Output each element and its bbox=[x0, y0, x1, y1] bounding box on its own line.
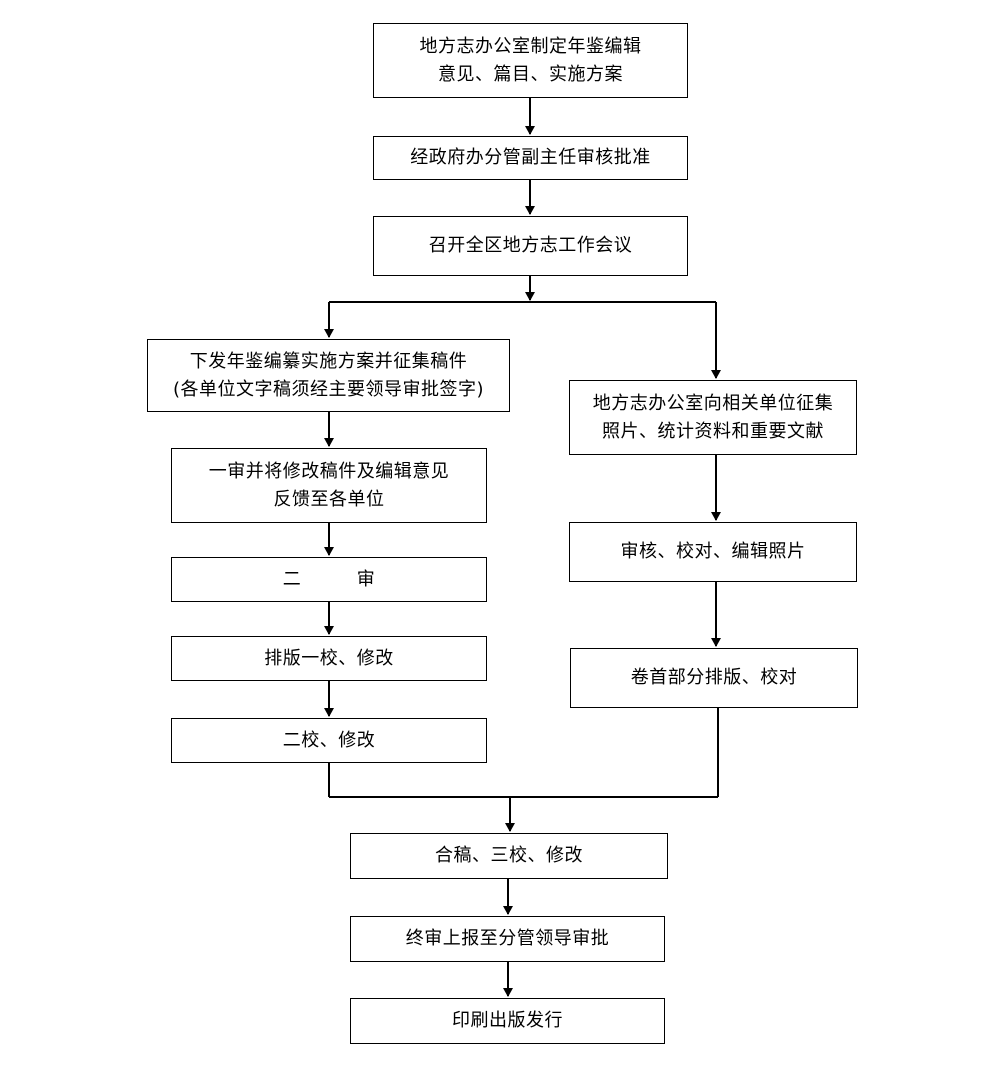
node-text-line: 一审并将修改稿件及编辑意见 bbox=[208, 460, 450, 482]
node-draft-plan: 地方志办公室制定年鉴编辑 意见、篇目、实施方案 bbox=[373, 23, 688, 98]
node-text-line: 照片、统计资料和重要文献 bbox=[602, 420, 824, 442]
node-approval: 经政府办分管副主任审核批准 bbox=[373, 136, 688, 180]
node-publish: 印刷出版发行 bbox=[350, 998, 665, 1044]
node-text-line: 二校、修改 bbox=[282, 729, 376, 751]
node-text-line: 审核、校对、编辑照片 bbox=[620, 541, 806, 562]
node-edit-photos: 审核、校对、编辑照片 bbox=[569, 522, 857, 582]
node-frontmatter-layout: 卷首部分排版、校对 bbox=[570, 648, 858, 708]
node-work-meeting: 召开全区地方志工作会议 bbox=[373, 216, 688, 276]
node-text-line: 终审上报至分管领导审批 bbox=[405, 928, 610, 949]
node-second-review: 二 审 bbox=[171, 557, 487, 602]
node-text-line: 排版一校、修改 bbox=[264, 647, 394, 669]
node-collect-materials: 地方志办公室向相关单位征集 照片、统计资料和重要文献 bbox=[569, 380, 857, 455]
node-merge-third-proof: 合稿、三校、修改 bbox=[350, 833, 668, 879]
node-layout-first-proof: 排版一校、修改 bbox=[171, 636, 487, 681]
node-first-review: 一审并将修改稿件及编辑意见 反馈至各单位 bbox=[171, 448, 487, 523]
node-issue-plan: 下发年鉴编纂实施方案并征集稿件 (各单位文字稿须经主要领导审批签字) bbox=[147, 339, 510, 412]
node-final-approval: 终审上报至分管领导审批 bbox=[350, 916, 665, 962]
node-text-line: 地方志办公室制定年鉴编辑 bbox=[419, 35, 642, 57]
node-text-line: 召开全区地方志工作会议 bbox=[428, 235, 633, 256]
node-text-line: 下发年鉴编纂实施方案并征集稿件 bbox=[189, 350, 468, 372]
node-text-line: 意见、篇目、实施方案 bbox=[438, 63, 623, 85]
node-text-line: 经政府办分管副主任审核批准 bbox=[410, 147, 651, 168]
node-text-line: 地方志办公室向相关单位征集 bbox=[592, 392, 834, 414]
node-text-line: 二 审 bbox=[282, 568, 376, 590]
node-text-line: 合稿、三校、修改 bbox=[435, 845, 583, 866]
node-text-line: (各单位文字稿须经主要领导审批签字) bbox=[172, 378, 485, 400]
node-text-line: 印刷出版发行 bbox=[452, 1010, 563, 1031]
node-second-proof: 二校、修改 bbox=[171, 718, 487, 763]
node-text-line: 卷首部分排版、校对 bbox=[630, 667, 798, 688]
node-text-line: 反馈至各单位 bbox=[273, 488, 385, 510]
